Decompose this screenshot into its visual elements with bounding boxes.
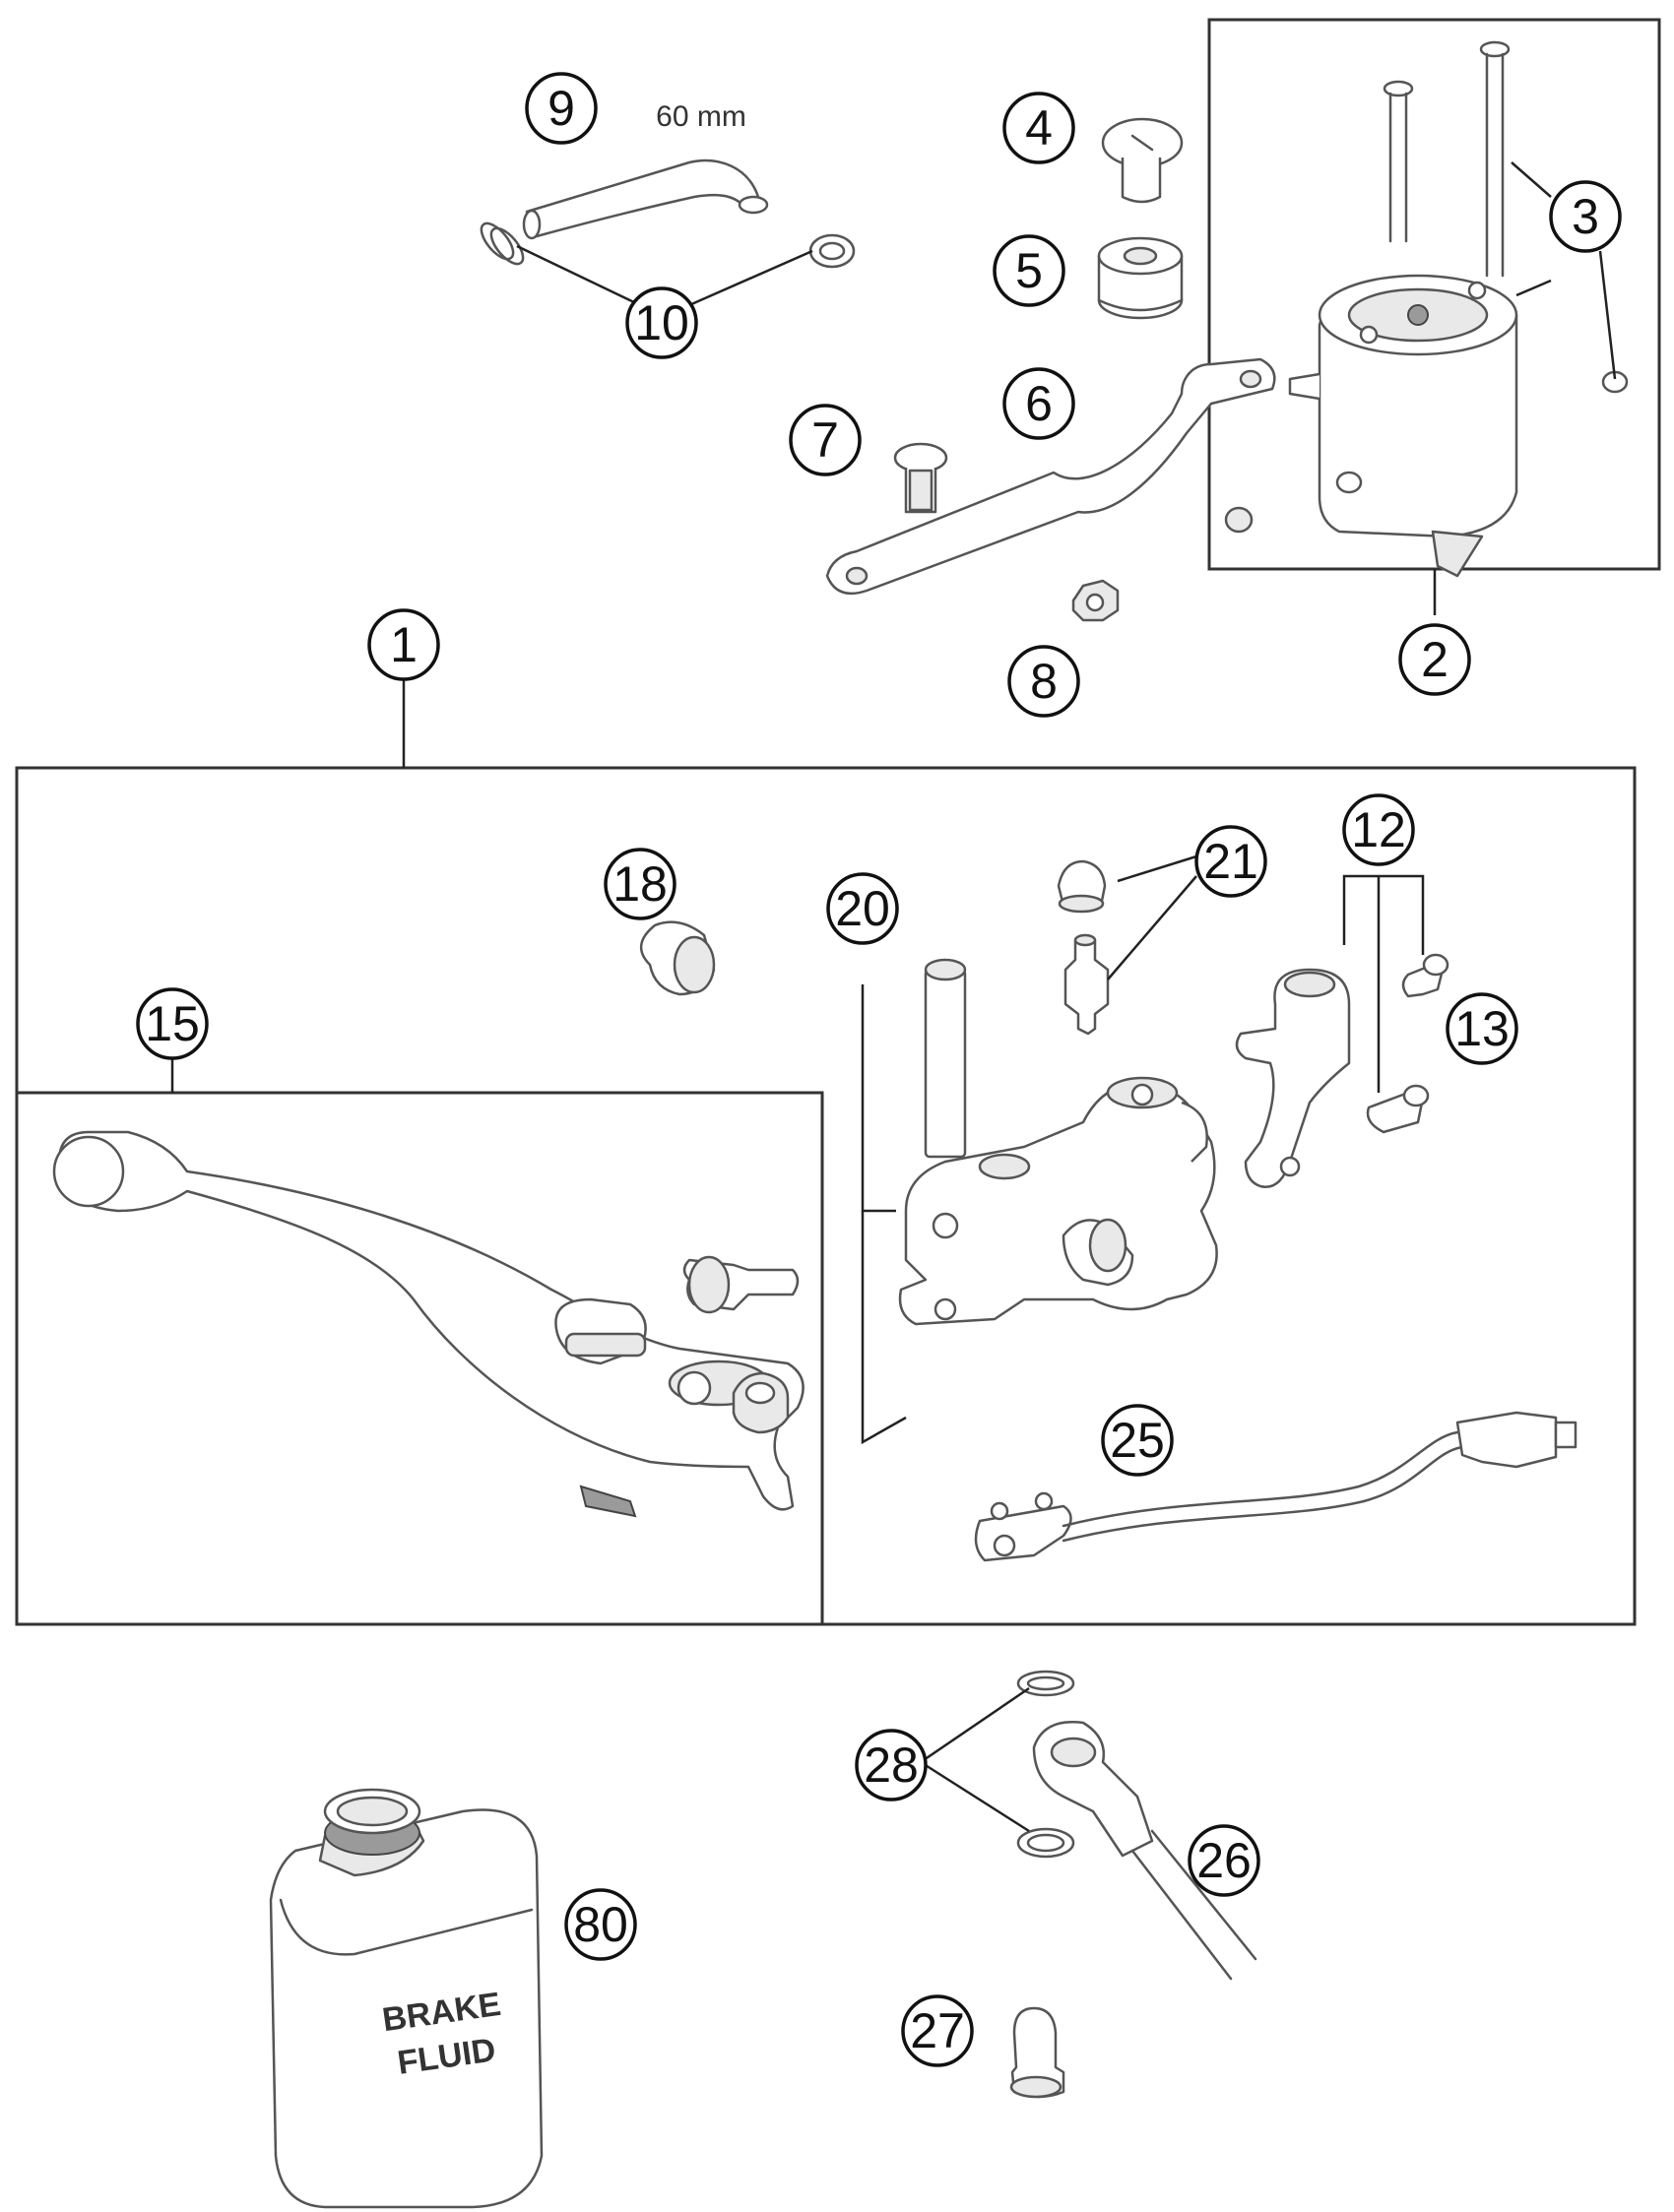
callout-20: 20 bbox=[826, 872, 899, 945]
svg-text:3: 3 bbox=[1572, 189, 1599, 244]
clutch-lever-part bbox=[52, 1130, 805, 1511]
svg-text:6: 6 bbox=[1025, 376, 1053, 431]
svg-text:18: 18 bbox=[612, 856, 668, 912]
clamp-bolt-part bbox=[1366, 953, 1449, 1134]
callout-12: 12 bbox=[1342, 793, 1415, 866]
grommet-part bbox=[1097, 236, 1184, 320]
svg-text:1: 1 bbox=[390, 617, 418, 672]
lever-pivot-pin-part bbox=[924, 958, 967, 1159]
svg-text:2: 2 bbox=[1421, 632, 1449, 687]
bracket-part bbox=[825, 357, 1276, 596]
callout-80: 80 bbox=[564, 1888, 637, 1961]
handlebar-clamp-part bbox=[1235, 968, 1351, 1188]
svg-text:26: 26 bbox=[1196, 1833, 1252, 1888]
hose-length-label: 60 mm bbox=[656, 100, 746, 133]
callout-4: 4 bbox=[1002, 92, 1075, 164]
svg-text:12: 12 bbox=[1351, 802, 1406, 857]
fluid-reservoir-part bbox=[1288, 274, 1518, 578]
brake-fluid-bottle-part: BRAKE FLUID bbox=[269, 1788, 544, 2209]
svg-text:27: 27 bbox=[910, 2003, 965, 2058]
reservoir-cap-part bbox=[1101, 117, 1184, 204]
callout-1: 1 bbox=[367, 608, 440, 681]
bleeder-cap-part bbox=[1057, 859, 1107, 914]
svg-text:20: 20 bbox=[835, 881, 890, 936]
hose-part bbox=[522, 158, 769, 240]
callout-7: 7 bbox=[789, 404, 862, 476]
callout-18: 18 bbox=[604, 848, 676, 920]
hose-clamp-part bbox=[480, 221, 856, 269]
svg-text:9: 9 bbox=[547, 81, 575, 136]
callout-9: 9 bbox=[525, 72, 598, 145]
callout-6: 6 bbox=[1002, 367, 1075, 440]
callout-8: 8 bbox=[1007, 645, 1080, 718]
callout-27: 27 bbox=[901, 1994, 974, 2067]
clutch-switch-part bbox=[974, 1411, 1577, 1562]
callout-2: 2 bbox=[1398, 623, 1471, 696]
callout-28: 28 bbox=[855, 1729, 928, 1801]
callout-26: 26 bbox=[1188, 1824, 1260, 1897]
svg-text:28: 28 bbox=[864, 1738, 919, 1793]
adjuster-pin-part bbox=[682, 1255, 800, 1314]
svg-text:7: 7 bbox=[811, 412, 839, 468]
svg-text:25: 25 bbox=[1110, 1413, 1165, 1468]
callout-5: 5 bbox=[993, 234, 1065, 307]
svg-text:5: 5 bbox=[1015, 243, 1043, 298]
leader-lines bbox=[170, 161, 1617, 1833]
banjo-bolt-part bbox=[1009, 2006, 1065, 2099]
svg-text:21: 21 bbox=[1203, 834, 1258, 889]
svg-text:10: 10 bbox=[634, 295, 689, 350]
brake-hose-part bbox=[1032, 1721, 1257, 1981]
callout-3: 3 bbox=[1549, 180, 1622, 253]
bracket-screw-part bbox=[893, 442, 948, 514]
svg-text:13: 13 bbox=[1454, 1001, 1510, 1056]
svg-text:15: 15 bbox=[145, 996, 200, 1051]
master-cylinder-body-part bbox=[898, 1076, 1218, 1326]
lever-spring-part bbox=[579, 1485, 637, 1518]
lever-assembly-frame bbox=[17, 1091, 824, 1624]
master-cylinder-cap-part bbox=[640, 920, 716, 996]
svg-text:80: 80 bbox=[573, 1897, 628, 1952]
pivot-nut-part bbox=[732, 1371, 790, 1434]
bracket-nut-part bbox=[1071, 579, 1120, 622]
reservoir-screw-part bbox=[1383, 40, 1511, 278]
callout-21: 21 bbox=[1194, 825, 1267, 898]
svg-text:8: 8 bbox=[1030, 654, 1058, 709]
master-cylinder-assembly-frame bbox=[15, 766, 1637, 1626]
svg-text:4: 4 bbox=[1025, 100, 1053, 156]
callout-15: 15 bbox=[136, 987, 209, 1060]
callout-10: 10 bbox=[625, 286, 698, 359]
callout-13: 13 bbox=[1446, 992, 1518, 1065]
callout-25: 25 bbox=[1101, 1404, 1174, 1477]
seal-ring-part bbox=[1016, 1670, 1075, 1859]
bleeder-valve-part bbox=[1063, 933, 1110, 1036]
